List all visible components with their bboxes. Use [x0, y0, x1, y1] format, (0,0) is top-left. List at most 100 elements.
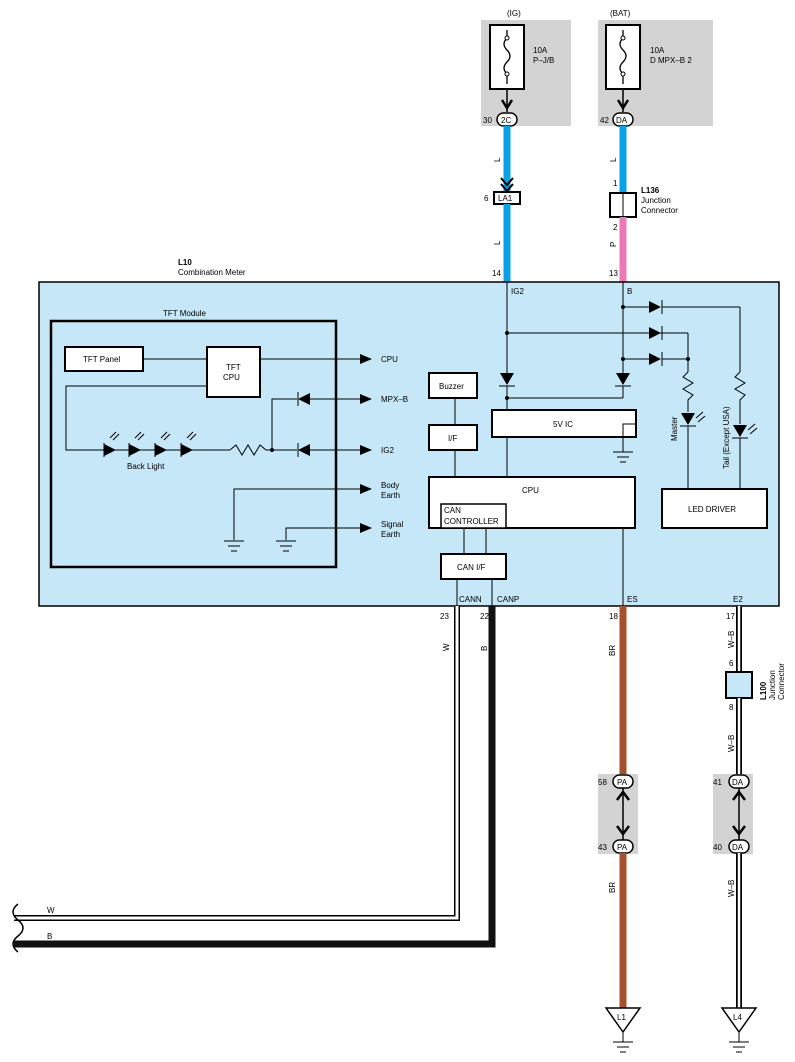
l100-desc1: Junction: [768, 670, 777, 700]
wire-label-br-1: BR: [608, 645, 617, 656]
da-top-name: DA: [732, 778, 744, 787]
diode-ig2-main: [500, 373, 514, 385]
can-if-block: [440, 553, 507, 580]
wire-label-wb-1: W–B: [727, 631, 736, 648]
bat-pin: 42: [600, 116, 609, 125]
da-bot-pin: 40: [713, 843, 722, 852]
if-label: I/F: [448, 434, 457, 443]
ig-fuse-element: [503, 30, 511, 84]
wire-label-wb-2: W–B: [727, 735, 736, 752]
meter-pin-es: 18: [609, 612, 618, 621]
meter-cann-label: CANN: [459, 595, 482, 604]
meter-pin-canp: 22: [480, 612, 489, 621]
meter-pin-e2: 17: [726, 612, 735, 621]
buzzer-block: [428, 372, 478, 399]
l136-desc2: Connector: [641, 206, 678, 215]
body-earth-ground: [224, 540, 244, 552]
if-block: [428, 424, 478, 451]
bat-fuse-name: D MPX–B 2: [650, 56, 692, 65]
bat-conn-name: DA: [616, 116, 628, 125]
ig-conn-arrow: [500, 99, 514, 111]
tail-resistor: [734, 371, 746, 424]
wire-label-l-2: L: [493, 240, 502, 245]
meter-canp-label: CANP: [497, 595, 519, 604]
meter-b-label: B: [627, 287, 632, 296]
tft-module: [49, 319, 338, 569]
pa-bot-name: PA: [617, 843, 628, 852]
l100-pin-out: 8: [729, 703, 734, 712]
ic5v-block: [491, 409, 637, 438]
tail-led: [733, 425, 747, 437]
wire-label-b-h: B: [47, 932, 52, 941]
da-bot-name: DA: [732, 843, 744, 852]
meter-id: L10: [178, 258, 192, 267]
l100-pin-in: 6: [729, 659, 734, 668]
buzzer-label: Buzzer: [439, 382, 464, 391]
l136-id: L136: [641, 186, 660, 195]
wire-label-w-h: W: [47, 906, 55, 915]
ig-fuse-name: P–J/B: [533, 56, 554, 65]
meter-pin-cann: 23: [440, 612, 449, 621]
wire-label-l-3: L: [609, 157, 618, 162]
master-resistor: [682, 371, 694, 412]
tft-out-body1: Body: [381, 481, 399, 490]
tft-out-cpu: CPU: [381, 355, 398, 364]
diode-master-ig: [649, 327, 661, 339]
diode-ig2: [298, 444, 310, 456]
tft-cpu-line2: CPU: [223, 373, 240, 382]
meter-ig2-label: IG2: [511, 287, 524, 296]
can-ctrl-line2: CONTROLLER: [444, 517, 499, 526]
ground-l1-label: L1: [617, 1013, 626, 1022]
bat-fuse-amp: 10A: [650, 46, 665, 55]
wire-b: [14, 606, 496, 948]
led-driver: [661, 488, 768, 529]
combination-meter: [38, 281, 780, 607]
wire-label-p: P: [609, 242, 618, 247]
tft-out-body2: Earth: [381, 491, 400, 500]
can-controller: [440, 503, 507, 529]
la1-pin: 6: [484, 194, 489, 203]
master-led: [681, 413, 695, 425]
wire-label-wb-3: W–B: [727, 880, 736, 897]
cpu-label: CPU: [522, 486, 539, 495]
diode-b-main: [616, 373, 630, 385]
ground-l4-label: L4: [733, 1013, 742, 1022]
wire-label-b: B: [480, 646, 489, 651]
meter-pin-b: 13: [609, 269, 618, 278]
l136-desc1: Junction: [641, 196, 671, 205]
meter-name: Combination Meter: [178, 268, 246, 277]
ground-l1: [604, 1007, 642, 1034]
master-label: Master: [670, 416, 679, 441]
l100-connector: [725, 671, 753, 699]
tft-module-title: TFT Module: [163, 309, 207, 318]
tft-out-ig2: IG2: [381, 446, 394, 455]
ig-conn-name: 2C: [501, 116, 511, 125]
can-ctrl-line1: CAN: [444, 506, 461, 515]
wire-label-w: W: [442, 643, 451, 651]
l136-pin-in: 1: [613, 179, 618, 188]
l100-id: L100: [759, 681, 768, 700]
la1-name: LA1: [498, 194, 513, 203]
wire-w: [14, 606, 460, 921]
ig-source-label: (IG): [507, 9, 521, 18]
tft-cpu-line1: TFT: [226, 363, 241, 372]
l136-pin-out: 2: [613, 223, 618, 232]
tail-label: Tail (Except USA): [722, 406, 731, 469]
meter-e2-label: E2: [733, 595, 743, 604]
l100-desc2: Connector: [777, 663, 786, 700]
pa-bot-pin: 43: [598, 843, 607, 852]
wire-break-mark: [12, 903, 24, 953]
pa-top-name: PA: [617, 778, 628, 787]
backlight-label: Back Light: [127, 462, 165, 471]
wire-label-br-2: BR: [608, 882, 617, 893]
bat-source-label: (BAT): [610, 9, 631, 18]
pa-top-pin: 58: [598, 778, 607, 787]
diode-mpxb: [298, 393, 310, 405]
diode-tail: [649, 301, 661, 313]
backlight-leds: [103, 431, 230, 457]
bat-fuse-element: [619, 30, 627, 84]
bat-conn-arrow: [616, 99, 630, 111]
da-top-pin: 41: [713, 778, 722, 787]
wire-label-l-1: L: [493, 157, 502, 162]
